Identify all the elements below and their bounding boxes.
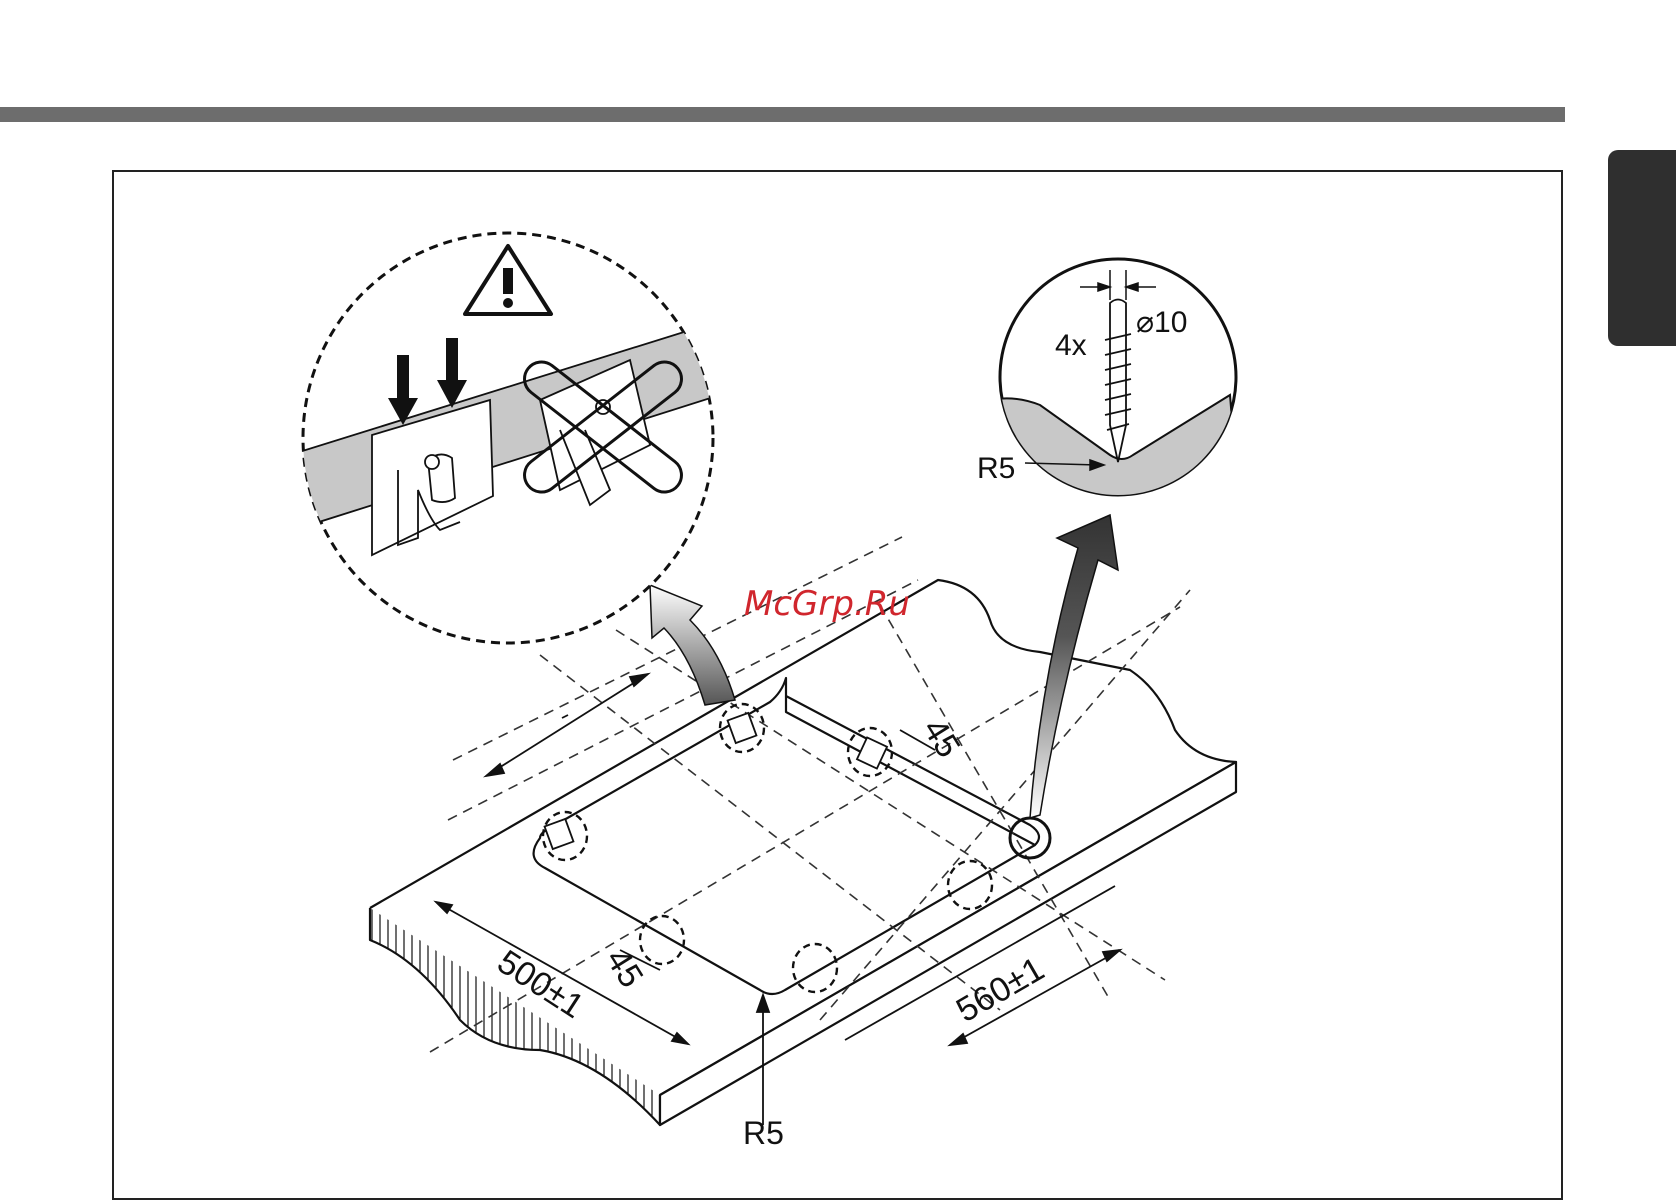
- clip-detail: [280, 233, 720, 643]
- dimension-560: 560±1: [950, 950, 1051, 1030]
- screw-count-label: 4x: [1055, 329, 1087, 362]
- detail-arrow-left: [650, 585, 735, 705]
- radius-label-detail: R5: [977, 452, 1015, 485]
- watermark-text: McGrp.Ru: [744, 584, 910, 624]
- screw-detail: [990, 259, 1240, 520]
- radius-label-bottom: R5: [743, 1115, 784, 1151]
- screw-diameter-label: ⌀10: [1136, 306, 1187, 339]
- worktop: [370, 580, 1236, 1125]
